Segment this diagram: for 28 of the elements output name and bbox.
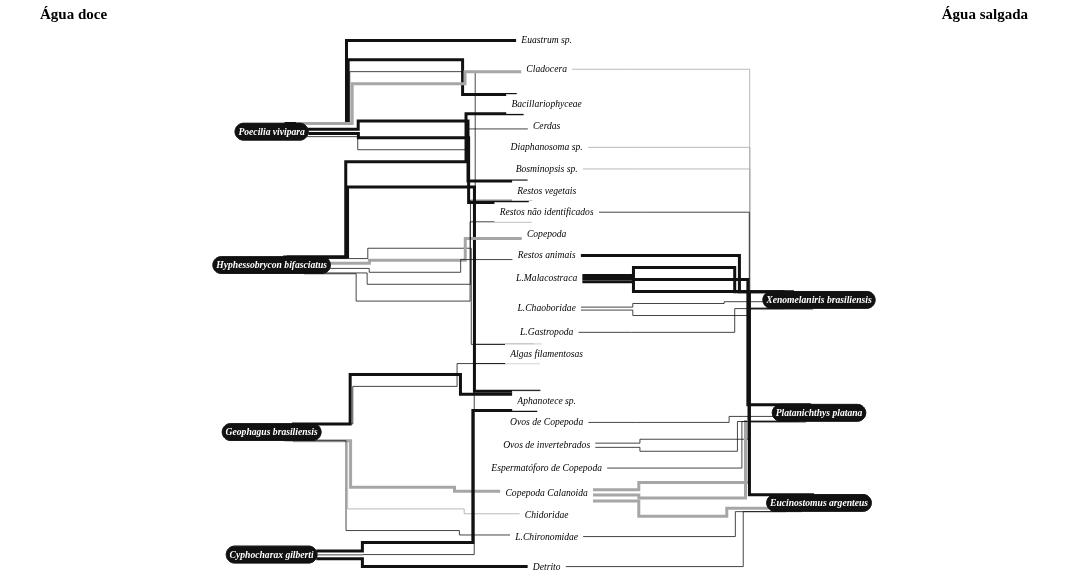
connector xyxy=(592,499,769,518)
node-text: L.Chironomidae xyxy=(515,531,579,542)
heading-label: Água salgada xyxy=(941,6,1028,23)
node-text: Copepoda Calanoida xyxy=(505,487,588,499)
node-text: L.Malacostraca xyxy=(516,272,578,284)
node-text: Euastrum sp. xyxy=(521,35,573,46)
connector xyxy=(292,439,501,493)
connector xyxy=(308,119,528,183)
connector xyxy=(580,301,764,308)
node-text: Restos animais xyxy=(517,250,576,261)
node-text: Detrito xyxy=(532,561,561,572)
connector xyxy=(316,557,528,569)
node-text: L.Chaoboridae xyxy=(517,302,576,314)
node-text: Cerdas xyxy=(532,120,561,131)
connector xyxy=(587,416,774,423)
heading-label: Água doce xyxy=(40,6,108,23)
connector xyxy=(306,128,529,151)
node-text: Cladocera xyxy=(526,63,567,75)
connector xyxy=(329,259,514,273)
node-text: Ovos de invertebrados xyxy=(503,439,591,451)
node-text: Chidoridae xyxy=(524,509,569,520)
node-text: Diaphanosoma sp. xyxy=(510,141,583,153)
node-text: Copepoda xyxy=(526,228,567,239)
node-text: Ovos de Copepoda xyxy=(510,417,584,428)
node-text: Bosminopsis sp. xyxy=(515,163,578,174)
connector xyxy=(330,237,523,265)
node-text: Espermatóforo de Copepoda xyxy=(491,462,602,473)
node-text: L.Gastropoda xyxy=(520,326,574,338)
